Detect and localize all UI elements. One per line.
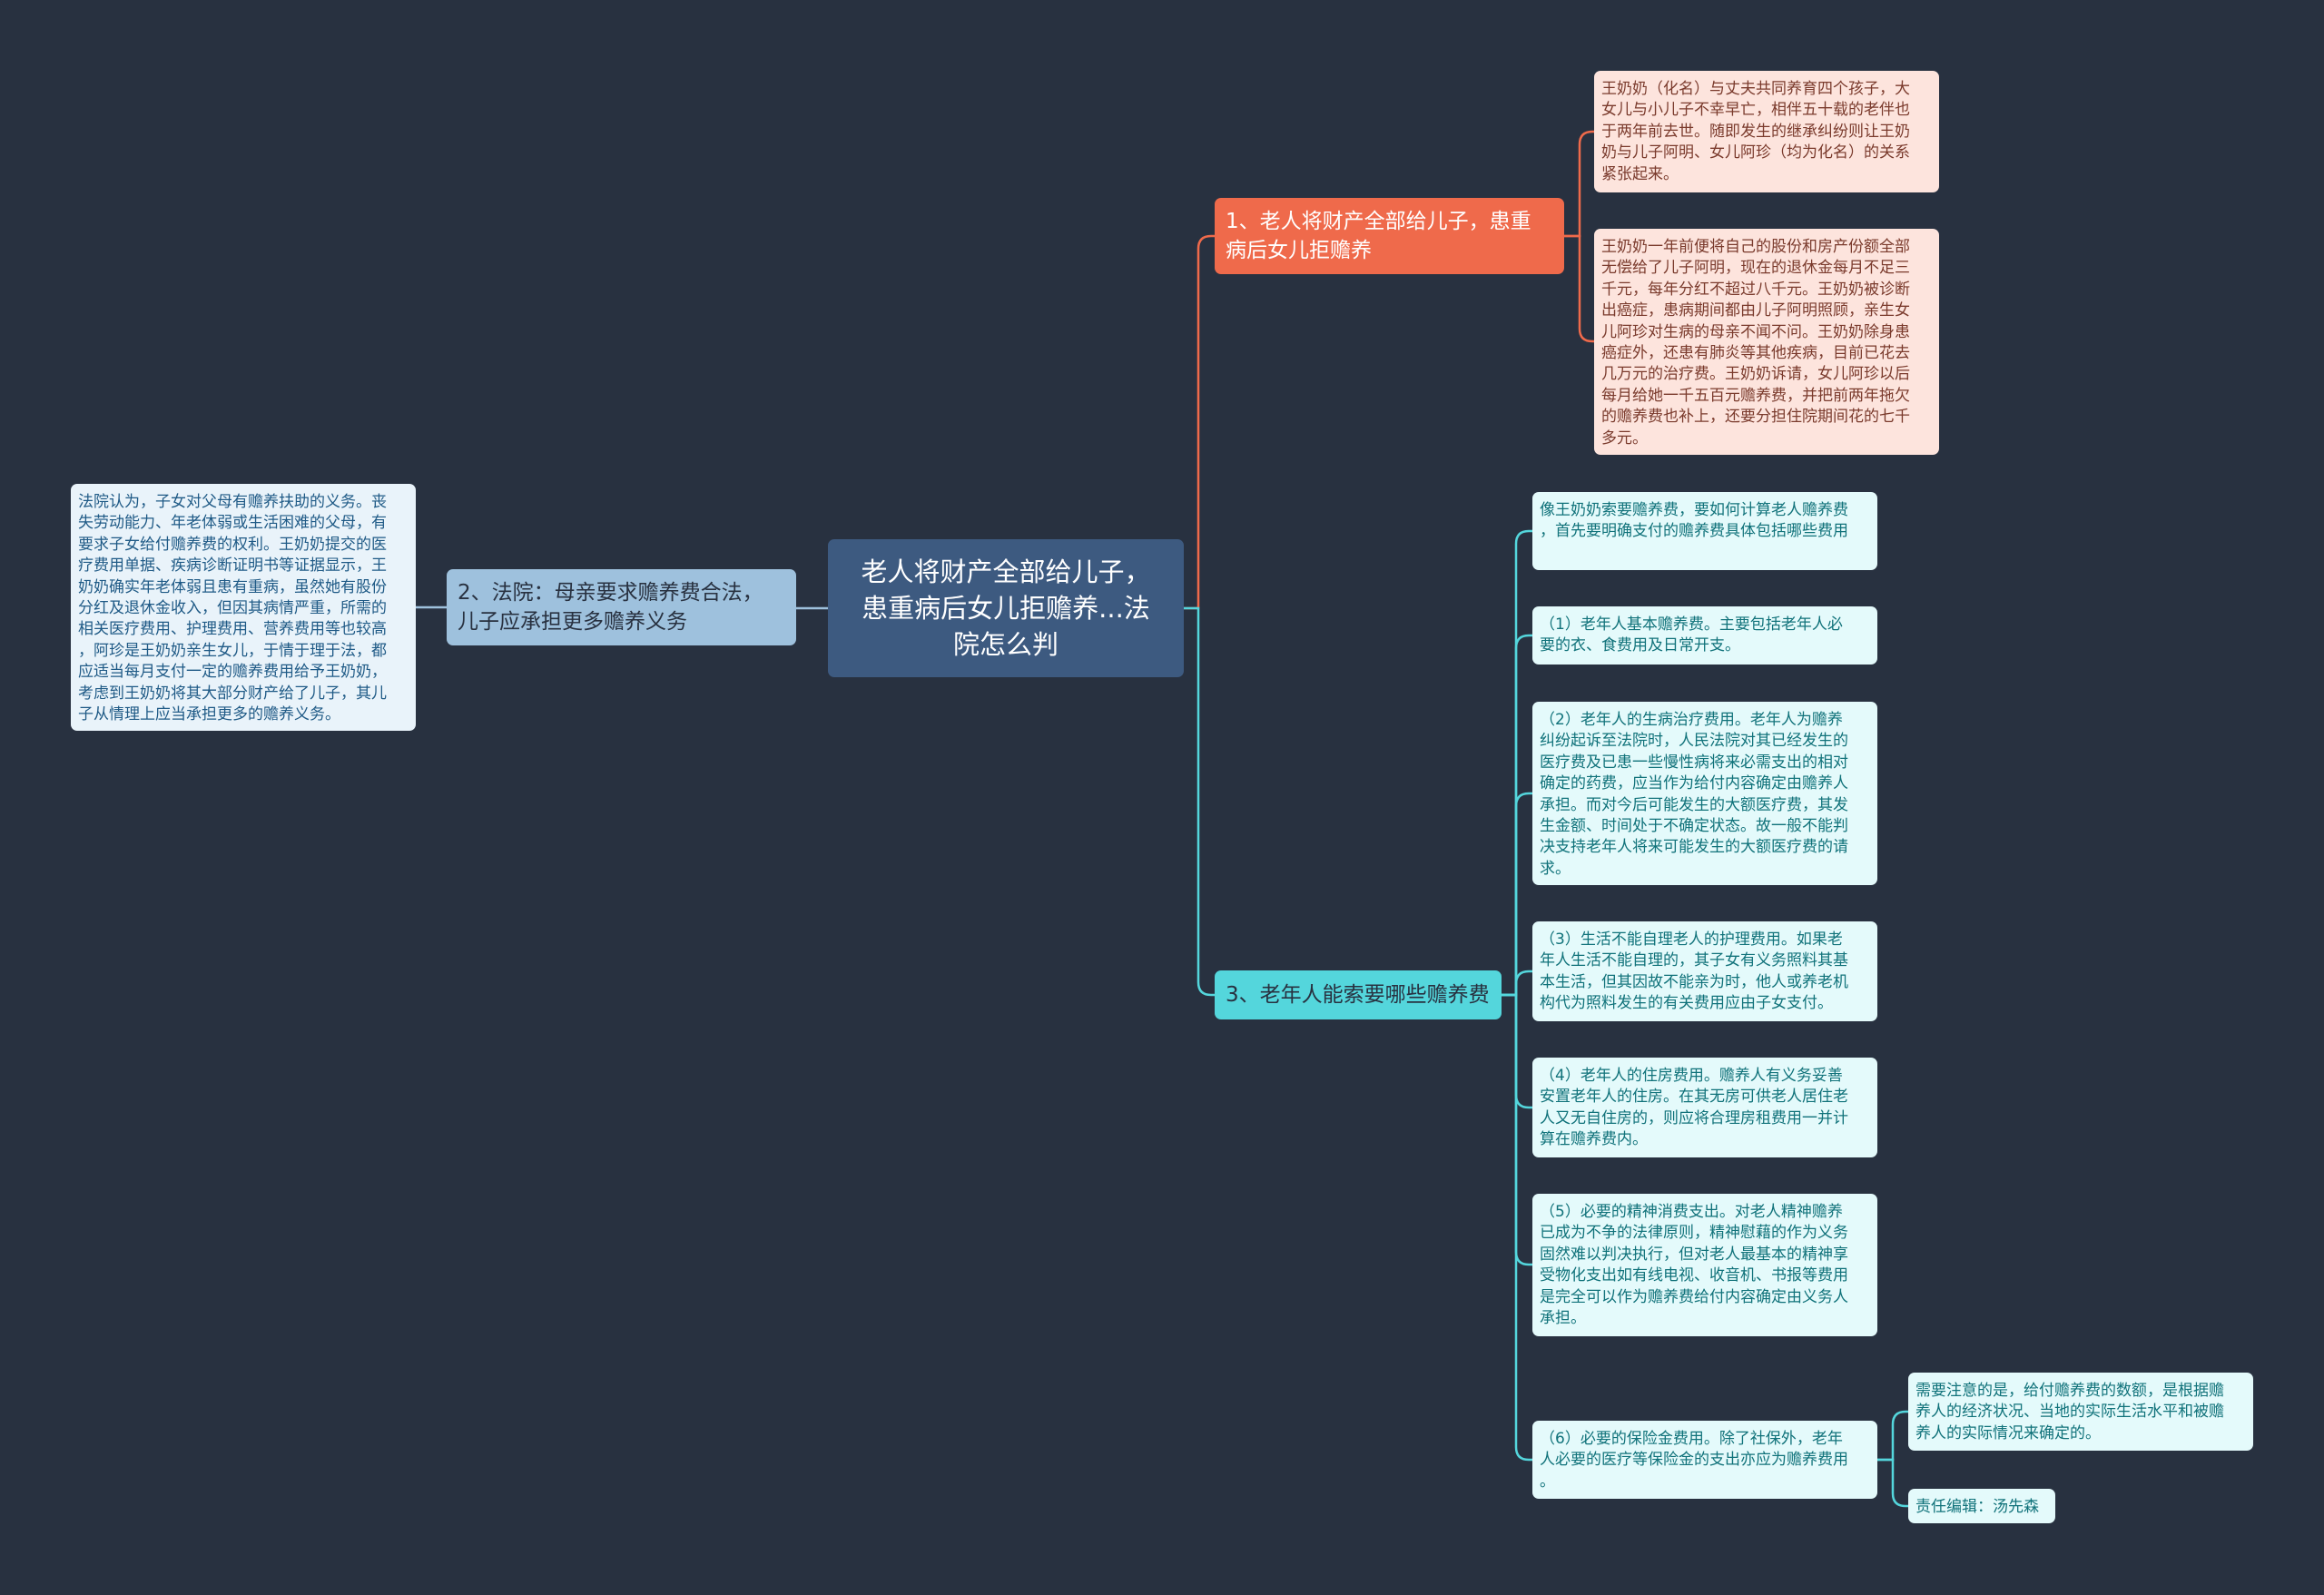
branch-3-leaf-4[interactable]: （4）老年人的住房费用。赡养人有义务妥善 安置老年人的住房。在其无房可供老人居住…: [1532, 1058, 1877, 1157]
link-branch-3-leaf-1: [1502, 634, 1532, 997]
link-branch-3-leaf-2: [1502, 792, 1532, 997]
branch-1-leaf-2[interactable]: 王奶奶一年前便将自己的股份和房产份额全部 无偿给了儿子阿明，现在的退休金每月不足…: [1594, 229, 1939, 455]
branch-2-leaf-1[interactable]: 法院认为，子女对父母有赡养扶助的义务。丧 失劳动能力、年老体弱或生活困难的父母，…: [71, 484, 416, 731]
branch-3-leaf-intro[interactable]: 像王奶奶索要赡养费，要如何计算老人赡养费 ，首先要明确支付的赡养费具体包括哪些费…: [1532, 492, 1877, 570]
link-branch-3-leaf-3: [1502, 970, 1532, 997]
branch-3-leaf-5[interactable]: （5）必要的精神消费支出。对老人精神赡养 已成为不争的法律原则，精神慰藉的作为义…: [1532, 1194, 1877, 1336]
link-root-branch-3: [1184, 606, 1215, 997]
branch-3-subleaf-editor[interactable]: 责任编辑：汤先森: [1908, 1489, 2055, 1523]
link-branch-3-leaf-6: [1502, 993, 1532, 1462]
branch-3-leaf-6[interactable]: （6）必要的保险金费用。除了社保外，老年 人必要的医疗等保险金的支出亦应为赡养费…: [1532, 1421, 1877, 1499]
branch-3-leaf-1[interactable]: （1）老年人基本赡养费。主要包括老年人必 要的衣、食费用及日常开支。: [1532, 606, 1877, 665]
link-leaf-6-note: [1877, 1410, 1908, 1462]
branch-3-leaf-2[interactable]: （2）老年人的生病治疗费用。老年人为赡养 纠纷起诉至法院时，人民法院对其已经发生…: [1532, 702, 1877, 885]
link-leaf-6-editor: [1877, 1458, 1908, 1508]
branch-1-topic[interactable]: 1、老人将财产全部给儿子，患重 病后女儿拒赡养: [1215, 198, 1564, 274]
link-branch-3-leaf-0: [1502, 529, 1532, 997]
link-branch-1-leaf-2: [1564, 234, 1594, 343]
branch-3-leaf-3[interactable]: （3）生活不能自理老人的护理费用。如果老 年人生活不能自理的，其子女有义务照料其…: [1532, 921, 1877, 1021]
branch-1-leaf-1[interactable]: 王奶奶（化名）与丈夫共同养育四个孩子，大 女儿与小儿子不幸早亡，相伴五十载的老伴…: [1594, 71, 1939, 192]
link-branch-1-leaf-1: [1564, 130, 1594, 238]
branch-3-subleaf-note[interactable]: 需要注意的是，给付赡养费的数额，是根据赡 养人的经济状况、当地的实际生活水平和被…: [1908, 1373, 2253, 1451]
link-root-branch-1: [1184, 234, 1215, 610]
root-topic[interactable]: 老人将财产全部给儿子， 患重病后女儿拒赡养...法 院怎么判: [828, 539, 1184, 677]
branch-3-topic[interactable]: 3、老年人能索要哪些赡养费: [1215, 970, 1502, 1019]
branch-2-topic[interactable]: 2、法院：母亲要求赡养费合法， 儿子应承担更多赡养义务: [447, 569, 796, 645]
